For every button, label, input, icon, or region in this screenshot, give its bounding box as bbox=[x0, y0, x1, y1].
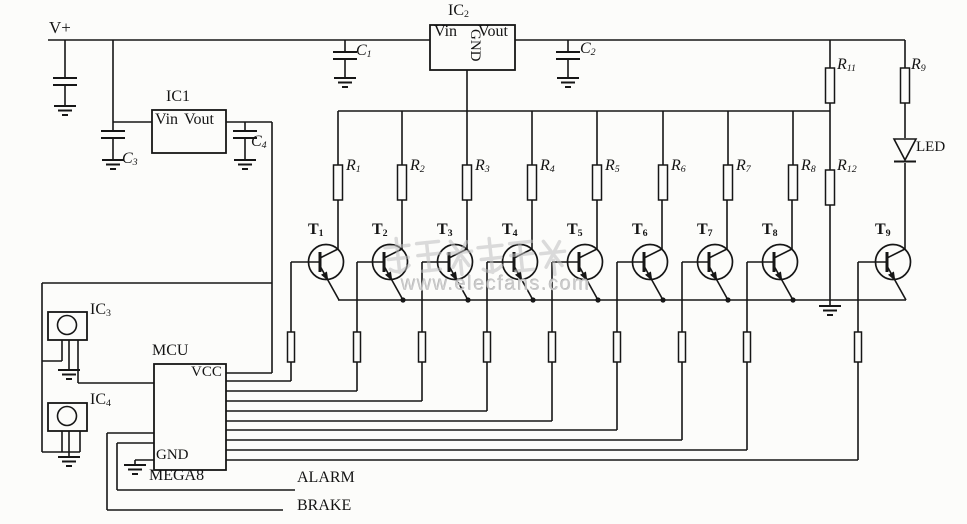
junction-dot bbox=[725, 297, 731, 303]
transistor-T6-collector-diag bbox=[643, 248, 663, 259]
resistor-R12 bbox=[824, 169, 836, 206]
transistor-T2-emitter-arrow bbox=[385, 271, 393, 281]
transistor-T2-emitter-lead bbox=[383, 265, 404, 301]
transistor-T9-emitter-lead bbox=[886, 265, 907, 301]
transistor-T5-collector-diag bbox=[578, 248, 598, 259]
junction-dot bbox=[790, 297, 796, 303]
watermark-glyph bbox=[476, 236, 504, 275]
resistor-R7 bbox=[722, 164, 734, 201]
junction-dot bbox=[595, 297, 601, 303]
transistor-T6-emitter-arrow bbox=[645, 271, 653, 281]
base-resistor-3 bbox=[417, 331, 427, 363]
watermark-glyph bbox=[507, 239, 536, 273]
transistor-T1-emitter-lead bbox=[319, 265, 340, 301]
transistor-T6-emitter-lead bbox=[643, 265, 664, 301]
junction-dot bbox=[530, 297, 536, 303]
transistor-T3-emitter-arrow bbox=[450, 271, 458, 281]
base-resistor-5 bbox=[547, 331, 557, 363]
watermark-glyph bbox=[538, 239, 567, 277]
transistor-T5-emitter-lead bbox=[578, 265, 599, 301]
transistor-T7-emitter-arrow bbox=[710, 271, 718, 281]
base-resistor-6 bbox=[612, 331, 622, 363]
transistor-T7-emitter-lead bbox=[708, 265, 729, 301]
junction-dot bbox=[465, 297, 471, 303]
resistor-R8 bbox=[787, 164, 799, 201]
transistor-T8-emitter-arrow bbox=[775, 271, 783, 281]
junction-dot bbox=[660, 297, 666, 303]
ic4-box bbox=[47, 402, 88, 432]
base-resistor-4 bbox=[482, 331, 492, 363]
resistor-R11 bbox=[824, 67, 836, 104]
transistor-T9-emitter-arrow bbox=[888, 271, 896, 281]
resistor-R5 bbox=[591, 164, 603, 201]
ic2-box bbox=[429, 24, 516, 71]
junction-dot bbox=[400, 297, 406, 303]
transistor-T1-emitter-arrow bbox=[321, 271, 329, 281]
resistor-R3 bbox=[461, 164, 473, 201]
transistor-T8-collector-diag bbox=[773, 248, 793, 259]
watermark-glyph bbox=[383, 236, 411, 275]
resistor-R1 bbox=[332, 164, 344, 201]
watermark-glyph bbox=[445, 239, 474, 277]
base-resistor-2 bbox=[352, 331, 362, 363]
resistor-R9 bbox=[899, 67, 911, 104]
resistor-R6 bbox=[657, 164, 669, 201]
ic3-box bbox=[47, 311, 88, 341]
resistor-R4 bbox=[526, 164, 538, 201]
mcu-box bbox=[153, 363, 227, 471]
led-diode bbox=[892, 138, 918, 162]
base-resistor-8 bbox=[742, 331, 752, 363]
ic4-sensor-window bbox=[56, 405, 78, 427]
ic3-sensor-window bbox=[56, 314, 78, 336]
transistor-T4-emitter-arrow bbox=[515, 271, 523, 281]
base-resistor-7 bbox=[677, 331, 687, 363]
transistor-T8-emitter-lead bbox=[773, 265, 794, 301]
resistor-R2 bbox=[396, 164, 408, 201]
base-resistor-9 bbox=[853, 331, 863, 363]
transistor-T7-collector-diag bbox=[708, 248, 728, 259]
transistor-T5-emitter-arrow bbox=[580, 271, 588, 281]
ic1-box bbox=[151, 109, 227, 154]
watermark-glyph bbox=[414, 239, 443, 273]
transistor-T3-emitter-lead bbox=[448, 265, 469, 301]
base-resistor-1 bbox=[286, 331, 296, 363]
transistor-T1-collector-diag bbox=[319, 248, 339, 259]
transistor-T9-collector-diag bbox=[886, 248, 906, 259]
